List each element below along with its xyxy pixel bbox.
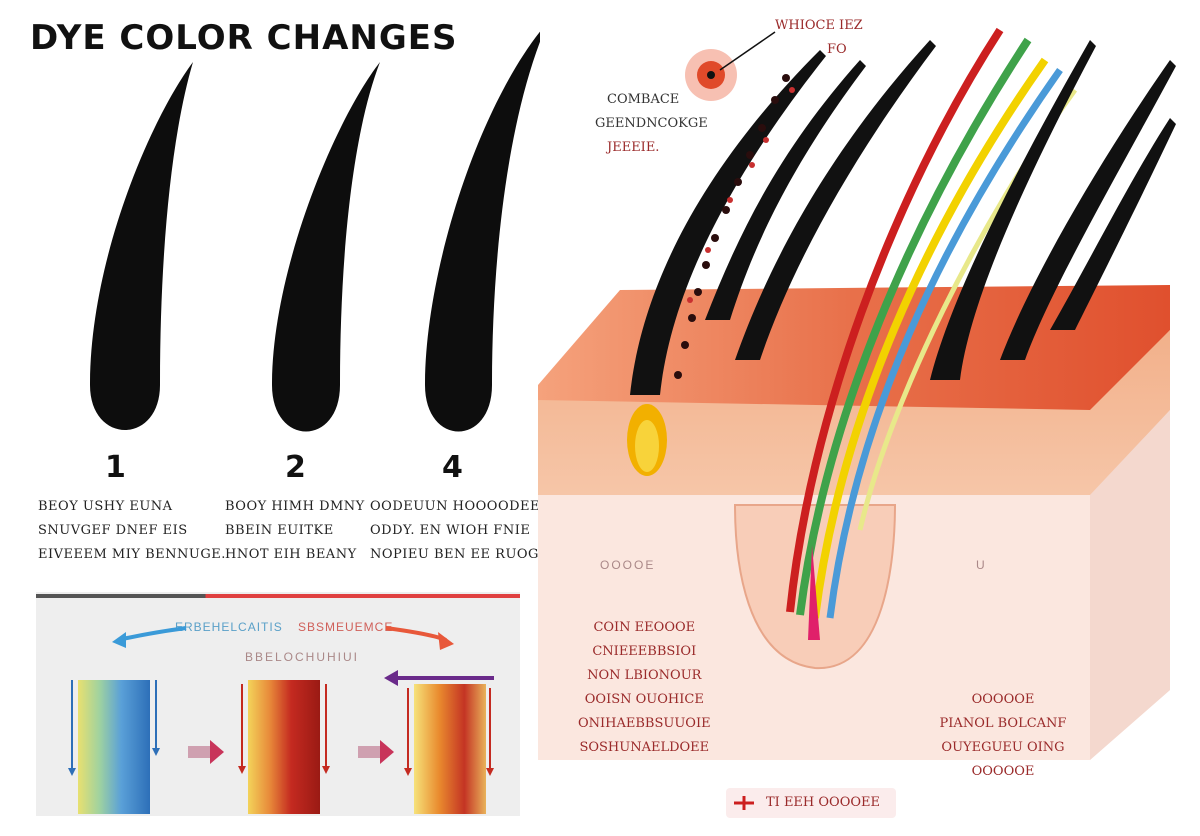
scalp-cross-section [538, 27, 1176, 760]
hair-black-5 [1000, 60, 1176, 360]
cross-section-right-text: OOOOOE PIANOL BOLCANF OUYEGUEU OING OOOO… [939, 692, 1067, 779]
hair-black-1 [630, 50, 826, 395]
panel-top-rule [36, 594, 520, 598]
epidermis-top-layer [538, 285, 1170, 410]
arrow-right-pink-1-icon [188, 746, 210, 758]
stage-number-1: 1 [105, 450, 126, 485]
hair-black-6 [1050, 118, 1176, 330]
cross-section-right-faint-label: U [976, 558, 987, 572]
pigment-particles [674, 74, 790, 379]
cross-section-mid-faint-label: OOOOE [600, 558, 656, 572]
cross-section-mid-text: COIN EEOOOE CNIEEEBBSIOI NON LBIONOUR OO… [578, 620, 711, 755]
arrow-right-orange-icon [385, 626, 447, 642]
epidermis-middle-layer [538, 330, 1170, 495]
dye-swatch-red [248, 680, 320, 814]
arrow-left-blue-head-icon [112, 632, 126, 648]
hair-black-4 [930, 40, 1096, 380]
cross-section-left-label: COMBACE GEENDNCOKGE JEEEIE. [595, 92, 708, 155]
hair-strand-red [786, 27, 1004, 613]
stage-number-2: 2 [285, 450, 306, 485]
hair-strand-3 [425, 31, 540, 432]
page-title: DYE COLOR CHANGES [30, 18, 458, 58]
arrow-right-orange-head-icon [438, 632, 454, 650]
legend-badge: TI EEH OOOOEE [726, 788, 896, 818]
red-arrow-icon [734, 796, 754, 810]
dye-swatch-blue [78, 680, 150, 814]
arrow-left-blue-icon [117, 626, 187, 642]
hair-strand-yellow [811, 57, 1049, 619]
dye-stages-graphic [68, 626, 494, 814]
dye-swatch-orange [414, 684, 486, 814]
hair-strand-blue [826, 67, 1063, 619]
hair-strand-1 [90, 62, 193, 430]
panel-faint-text-middle: BBELOCHUHIUI [245, 650, 360, 664]
arrow-right-pink-2-icon [358, 746, 380, 758]
hair-root-red [808, 545, 820, 640]
dermis-side [1090, 410, 1170, 760]
stage-number-3: 4 [442, 450, 463, 485]
hair-strands-illustration [90, 31, 540, 432]
hair-strand-2 [272, 62, 380, 432]
panel-faint-text-red: SBSMEUEMCE [298, 620, 394, 634]
legend-label: TI EEH OOOOEE [766, 795, 880, 810]
hair-black-3 [735, 40, 936, 360]
hair-black-2 [705, 60, 866, 320]
hair-strand-green [796, 37, 1032, 616]
panel-faint-text-blue: ERBEHELCAITIS [175, 620, 283, 634]
